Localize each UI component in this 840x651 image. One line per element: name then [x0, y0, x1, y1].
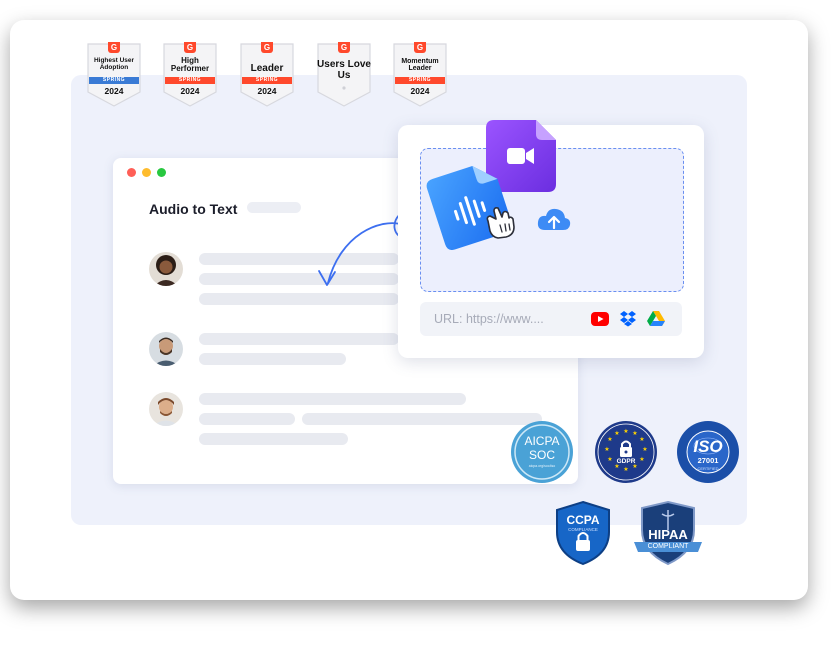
badge-year: 2024 — [104, 86, 124, 96]
transcript-line — [199, 293, 399, 305]
hipaa-text: HIPAA — [648, 527, 688, 542]
avatar — [149, 332, 183, 366]
svg-text:★: ★ — [614, 463, 619, 470]
svg-text:★: ★ — [632, 463, 637, 470]
badge-season: SPRING — [165, 77, 215, 84]
avatar — [149, 252, 183, 286]
g2-logo: G — [414, 42, 426, 53]
google-drive-icon[interactable] — [646, 310, 666, 327]
badge-shield — [317, 43, 371, 107]
aicpa-soc-badge: AICPA SOC aicpa.org/soc4so — [510, 420, 574, 484]
svg-text:★: ★ — [623, 466, 628, 473]
g2-logo: G — [261, 42, 273, 53]
video-file-icon — [486, 120, 556, 192]
svg-text:★: ★ — [623, 428, 628, 435]
badge-shield — [393, 43, 447, 107]
soc-text: SOC — [528, 448, 555, 462]
gdpr-badge: ★★★★ ★★★★ ★★★★ GDPR — [594, 420, 658, 484]
aicpa-text: AICPA — [524, 434, 560, 448]
iso-certified: CERTIFIED — [697, 466, 719, 471]
badge-highest-user-adoption: G Highest User Adoption SPRING 2024 — [86, 42, 142, 108]
window-minimize-dot[interactable] — [142, 168, 151, 177]
window-maximize-dot[interactable] — [157, 168, 166, 177]
badge-year: 2024 — [180, 86, 200, 96]
iso-text: ISO — [693, 437, 723, 456]
transcript-line — [302, 413, 542, 425]
g2-logo: G — [184, 42, 196, 53]
aicpa-url: aicpa.org/soc4so — [528, 464, 556, 468]
badge-title: Highest User Adoption — [93, 57, 135, 71]
svg-text:★: ★ — [607, 436, 612, 443]
gdpr-text: GDPR — [616, 458, 636, 465]
svg-text:★: ★ — [642, 446, 647, 453]
hipaa-shield — [634, 500, 702, 566]
transcript-line — [199, 253, 399, 265]
svg-text:★: ★ — [639, 456, 644, 463]
svg-text:★: ★ — [607, 456, 612, 463]
badge-title: Leader — [250, 63, 284, 74]
badge-title: Users Love Us — [317, 59, 371, 81]
transcript-line — [199, 393, 466, 405]
badge-shield — [163, 43, 217, 107]
transcript-line — [199, 433, 348, 445]
badge-title: High Performer — [170, 56, 210, 74]
transcript-line — [199, 413, 295, 425]
url-input[interactable]: URL: https://www.... — [420, 302, 682, 336]
ccpa-shield — [556, 500, 610, 566]
cloud-upload-icon[interactable] — [536, 205, 572, 235]
transcript-line — [199, 333, 399, 345]
hand-cursor-icon — [486, 207, 515, 239]
badge-season: SPRING — [395, 77, 445, 84]
badge-momentum-leader: G Momentum Leader SPRING 2024 — [392, 42, 448, 108]
svg-text:★: ★ — [632, 430, 637, 437]
window-close-dot[interactable] — [127, 168, 136, 177]
gdpr-seal: ★★★★ ★★★★ ★★★★ — [595, 421, 657, 483]
url-placeholder: URL: https://www.... — [434, 312, 544, 326]
hipaa-badge: HIPAA COMPLIANT — [632, 500, 704, 566]
title-placeholder — [247, 202, 301, 213]
avatar — [149, 392, 183, 426]
badge-shield — [240, 43, 294, 107]
iso-number: 27001 — [697, 456, 719, 465]
dropbox-icon[interactable] — [619, 310, 637, 327]
badge-high-performer: G High Performer SPRING 2024 — [162, 42, 218, 108]
transcript-line — [199, 353, 346, 365]
g2-logo: G — [338, 42, 350, 53]
badge-shield — [87, 43, 141, 107]
iso-seal — [677, 421, 739, 483]
badge-title: Momentum Leader — [401, 58, 439, 73]
badge-season: SPRING — [89, 77, 139, 84]
upload-panel: URL: https://www.... — [398, 125, 704, 358]
badge-season: SPRING — [242, 77, 292, 84]
ccpa-badge: CCPA COMPLIANCE — [553, 500, 613, 566]
svg-text:★: ★ — [639, 436, 644, 443]
iso-27001-badge: ISO 27001 CERTIFIED — [676, 420, 740, 484]
badge-users-love-us: G Users Love Us — [316, 42, 372, 108]
svg-text:★: ★ — [604, 446, 609, 453]
hipaa-sub: COMPLIANT — [647, 543, 689, 550]
badge-year: 2024 — [257, 86, 277, 96]
ccpa-sub: COMPLIANCE — [568, 527, 598, 532]
youtube-icon[interactable] — [591, 312, 609, 326]
badge-year: 2024 — [410, 86, 430, 96]
aicpa-seal — [511, 421, 573, 483]
transcript-line — [199, 273, 399, 285]
badge-leader: G Leader SPRING 2024 — [239, 42, 295, 108]
g2-logo: G — [108, 42, 120, 53]
app-title: Audio to Text — [149, 201, 238, 217]
svg-text:★: ★ — [614, 430, 619, 437]
ccpa-text: CCPA — [566, 513, 600, 527]
